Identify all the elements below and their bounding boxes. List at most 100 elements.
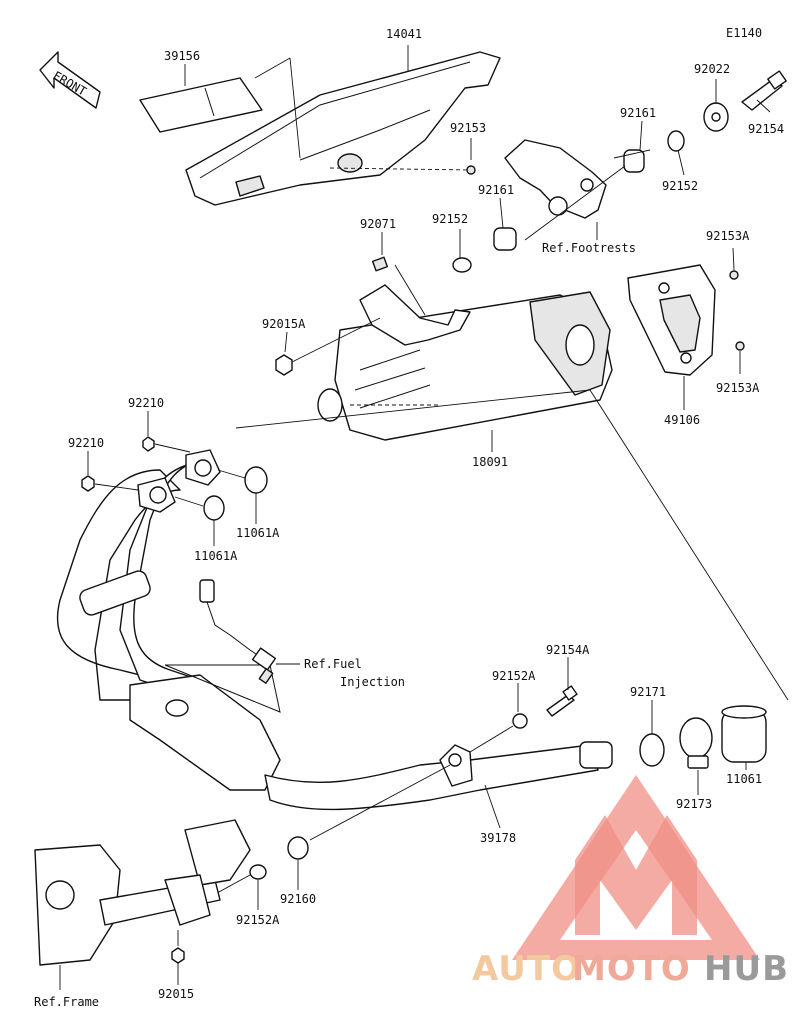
leader-muffler-right [589,389,789,701]
leader-92161b [499,197,504,229]
label-ref-frame: Ref.Frame [34,995,99,1009]
footrest-bracket [504,139,607,219]
label-92015: 92015 [158,987,194,1001]
link-pipe-end [579,741,613,769]
header-crossover [79,570,151,616]
sticker-fold [204,87,215,117]
muffler-ribs [354,349,431,409]
gasket-11061-top [721,705,767,719]
hardware-right [452,70,787,273]
grommet-92161-upper [623,149,645,173]
leader-92152a [677,149,685,176]
nut-92015A [275,354,293,376]
gasket-11061A-lower [203,495,225,521]
watermark-logo [512,775,760,960]
nut-92210-upper [142,436,155,452]
heat-cover-vent [235,175,265,197]
label-92152A-lower: 92152A [236,913,280,927]
muffler-hanger [359,284,471,346]
leader-spring-bracket [394,264,426,316]
top-cover-group [139,51,501,206]
muffler-18091 [317,284,613,441]
grommet-92160 [287,836,309,860]
label-ref-footrests: Ref.Footrests [542,241,636,255]
screw-92153A-bottom [735,341,745,351]
leader-gasket-l [174,496,204,507]
label-92160: 92160 [280,892,316,906]
label-92153A-bottom: 92153A [716,381,760,395]
flange-port-lower [149,486,167,504]
watermark-moto: MOTO [572,949,691,989]
leader-collar-link [469,725,514,753]
bolt-92154A [546,694,575,717]
collar-92152A-lower [249,864,267,880]
leader-bracket [254,57,291,79]
heat-cover-mount [337,153,363,173]
watermark-text: AUTO MOTO HUB [472,949,789,989]
collar-92152A-upper [512,713,528,729]
label-92152-upper: 92152 [662,179,698,193]
leader-39178 [484,784,501,829]
nut-92015 [171,947,185,964]
label-92153: 92153 [450,121,486,135]
collar-92152-upper [667,130,685,152]
leader-92015A-2 [291,317,381,363]
label-92022: 92022 [694,62,730,76]
footrest-hole-2 [580,178,594,192]
leader-nut-upper [154,443,191,453]
leader-92161a [639,120,643,151]
label-92071: 92071 [360,217,396,231]
bolt-92154 [741,79,783,111]
endcap-screw-hole-bottom [680,352,692,364]
grommet-92161-lower [493,227,517,251]
label-92161-lower: 92161 [478,183,514,197]
heat-cover-ridge [199,61,471,179]
watermark-auto: AUTO [472,949,581,989]
header-pipes [56,449,221,701]
bolt-92154A-head [562,685,578,701]
label-92152A-upper: 92152A [492,669,536,683]
leader-chain-2 [524,165,626,241]
watermark-m-shape [575,815,697,935]
screw-92153 [466,165,476,175]
label-11061A-lower: 11061A [194,549,238,563]
diagram-code: E1140 [726,26,762,40]
leader-gasket-u [217,469,246,479]
label-92210-upper: 92210 [128,396,164,410]
frame-hanger-plate [164,874,211,926]
leader-92153A-top [732,247,735,271]
label-39156: 39156 [164,49,200,63]
label-92152-lower: 92152 [432,212,468,226]
o2-sensor-connector [199,579,215,603]
label-92173: 92173 [676,797,712,811]
label-92171: 92171 [630,685,666,699]
gasket-11061A-upper [244,466,268,494]
catalyst-sensor-port [165,699,189,717]
leader-92154 [756,99,771,113]
label-11061A-upper: 11061A [236,526,280,540]
muffler-inlet [317,388,343,422]
gasket-11061 [721,705,767,763]
link-pipe-bracket-hole [448,753,462,767]
front-arrow-shape [39,51,101,109]
heat-cover [185,51,501,206]
frame-section [34,819,251,966]
label-92154: 92154 [748,122,784,136]
washer-hole [711,112,721,122]
bolt-92154-head [767,70,787,90]
endcap-screw-hole-top [658,282,670,294]
fuel-ref-bracket [164,664,281,713]
clamp-92173 [679,717,713,769]
label-92015A: 92015A [262,317,306,331]
label-92154A: 92154A [546,643,590,657]
flange-port-upper [194,459,212,477]
label-49106: 49106 [664,413,700,427]
endcap-cover-inner [659,294,701,353]
muffler-outlet [565,324,595,366]
leader-muffler-left [235,389,591,429]
watermark-hub: HUB [704,949,789,989]
o2-sensor [199,579,277,684]
nut-92210-lower [81,475,95,492]
leader-hanger-link [309,764,451,841]
